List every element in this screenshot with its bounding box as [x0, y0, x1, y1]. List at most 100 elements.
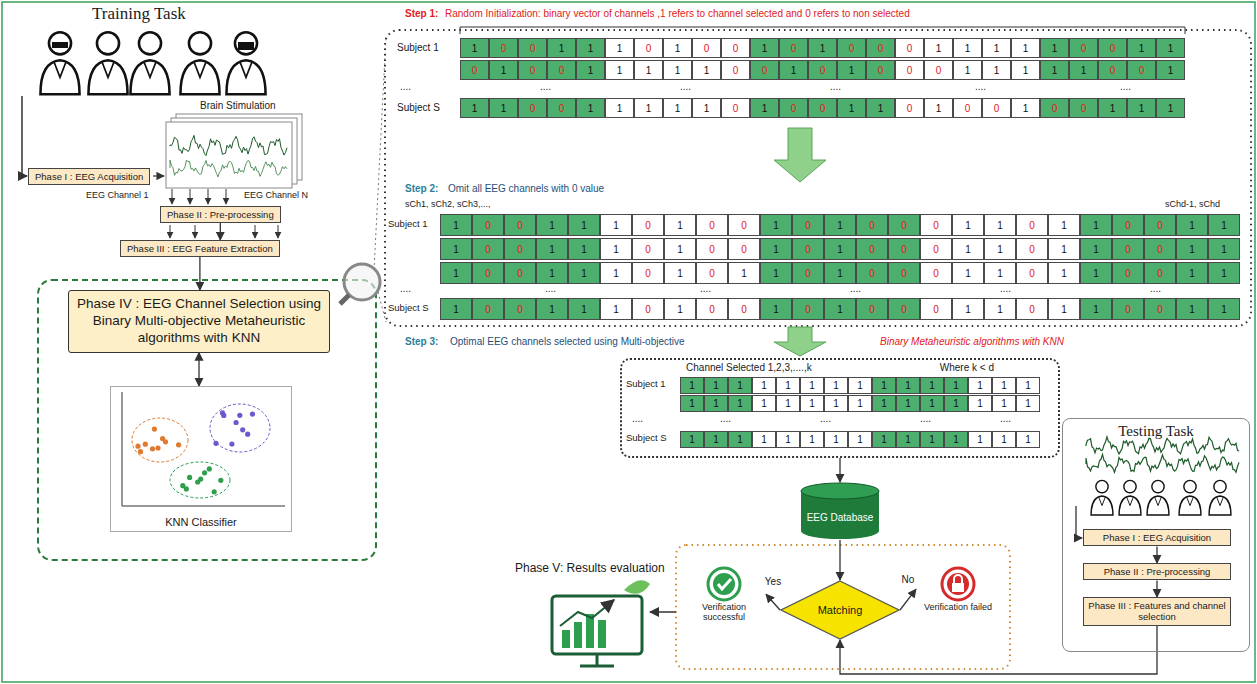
grid-cell: 0 — [632, 238, 664, 260]
grid-cell: 0 — [888, 298, 920, 320]
grid-cell: 1 — [760, 298, 792, 320]
grid-cell: 0 — [1112, 262, 1144, 284]
grid-cell: 0 — [856, 214, 888, 236]
grid-cell: 1 — [728, 431, 752, 448]
grid-cell: 1 — [1016, 377, 1040, 394]
grid-cell: 1 — [924, 38, 953, 58]
process-box: Phase II : Pre-processing — [160, 206, 281, 223]
results-chart-icon — [552, 580, 650, 666]
grid-cell: 1 — [600, 238, 632, 260]
grid-cell: 1 — [600, 262, 632, 284]
grid-cell: 1 — [1048, 262, 1080, 284]
grid-cell: 1 — [992, 431, 1016, 448]
bracket — [460, 27, 1185, 34]
grid-cell: 0 — [1069, 98, 1098, 118]
label: .... — [400, 81, 411, 93]
grid-cell: 1 — [1080, 262, 1112, 284]
grid-cell: 1 — [1040, 38, 1069, 58]
grid-cell: 0 — [750, 60, 779, 80]
grid-cell: 0 — [460, 60, 489, 80]
grid-cell: 0 — [888, 238, 920, 260]
node-text: Phase III : EEG Feature Extraction — [127, 243, 273, 254]
grid-cell: 0 — [518, 38, 547, 58]
grid-cell: 1 — [600, 298, 632, 320]
grid-cell: 0 — [924, 60, 953, 80]
label: .... — [720, 413, 731, 425]
grid-cell: 1 — [808, 38, 837, 58]
grid-cell: 1 — [600, 214, 632, 236]
grid-cell: 0 — [1040, 98, 1069, 118]
grid-cell: 1 — [692, 98, 721, 118]
graphic-part — [344, 264, 380, 300]
grid-cell: 0 — [895, 60, 924, 80]
label: .... — [1120, 81, 1131, 93]
label: Random Initialization: binary vector of … — [445, 8, 910, 20]
grid-cell: 1 — [848, 431, 872, 448]
grid-cell: 1 — [1080, 238, 1112, 260]
graphic-part — [624, 580, 650, 594]
graphic-part — [560, 600, 614, 626]
grid-cell: 0 — [1098, 38, 1127, 58]
grid-cell: 1 — [605, 38, 634, 58]
grid-cell: 0 — [472, 214, 504, 236]
grid-cell: 1 — [952, 262, 984, 284]
grid-cell: 1 — [824, 395, 848, 412]
label: .... — [545, 283, 556, 295]
grid-cell: 1 — [728, 395, 752, 412]
node-text: Verification failed — [924, 602, 992, 612]
grid-cell: 0 — [895, 38, 924, 58]
grid-cell: 1 — [728, 262, 760, 284]
node-text: Testing Task — [1063, 423, 1249, 440]
grid-cell: 0 — [489, 38, 518, 58]
label: Phase V: Results evaluation — [515, 562, 665, 576]
graphic-part — [1119, 480, 1141, 515]
label: Step 1: — [405, 8, 438, 20]
grid-cell: 1 — [1069, 60, 1098, 80]
grid-cell: 0 — [472, 298, 504, 320]
data-point — [176, 442, 181, 447]
label: Subject 1 — [626, 379, 666, 390]
arrow — [650, 611, 676, 613]
result-node: Verification failed — [916, 566, 1000, 612]
testing-people — [1091, 480, 1231, 515]
graphic-part — [52, 42, 68, 48]
grid-cell: 1 — [944, 431, 968, 448]
grid-cell: 0 — [518, 98, 547, 118]
grid-cell: 1 — [760, 214, 792, 236]
graphic-part — [340, 295, 349, 304]
node-text: Phase III : Features and channel selecti… — [1088, 600, 1226, 623]
grid-cell: 1 — [824, 377, 848, 394]
connector — [766, 594, 780, 610]
graphic-part — [1086, 454, 1239, 472]
grid-cell: 1 — [1208, 238, 1240, 260]
node-text: Channel Selected 1,2,3,....,k — [686, 362, 812, 373]
graphic-part — [596, 654, 599, 666]
grid-cell: 1 — [750, 38, 779, 58]
grid-cell: 0 — [920, 238, 952, 260]
dotted-region — [676, 545, 1010, 669]
grid-cell: 1 — [982, 60, 1011, 80]
grid-cell: 1 — [944, 395, 968, 412]
grid-cell: 1 — [664, 298, 696, 320]
graphic-part — [713, 573, 735, 595]
data-point — [250, 412, 255, 417]
grid-cell: 1 — [489, 98, 518, 118]
grid-cell: 1 — [824, 214, 856, 236]
grid-cell: 0 — [808, 60, 837, 80]
graphic-part — [180, 32, 219, 94]
grid-cell: 1 — [704, 377, 728, 394]
grid-cell: 1 — [760, 262, 792, 284]
grid-cell: 0 — [1069, 38, 1098, 58]
label: Brain Stimulation — [200, 100, 276, 112]
label: EEG Channel N — [244, 190, 308, 200]
graphic-part — [942, 568, 974, 600]
graphic-part — [130, 32, 169, 94]
grid-cell: 1 — [440, 238, 472, 260]
graphic-part — [781, 581, 899, 639]
grid-cell: 1 — [634, 60, 663, 80]
graphic-part — [40, 32, 79, 94]
graphic-part — [718, 579, 731, 589]
node-text: Verification successful — [682, 602, 766, 623]
